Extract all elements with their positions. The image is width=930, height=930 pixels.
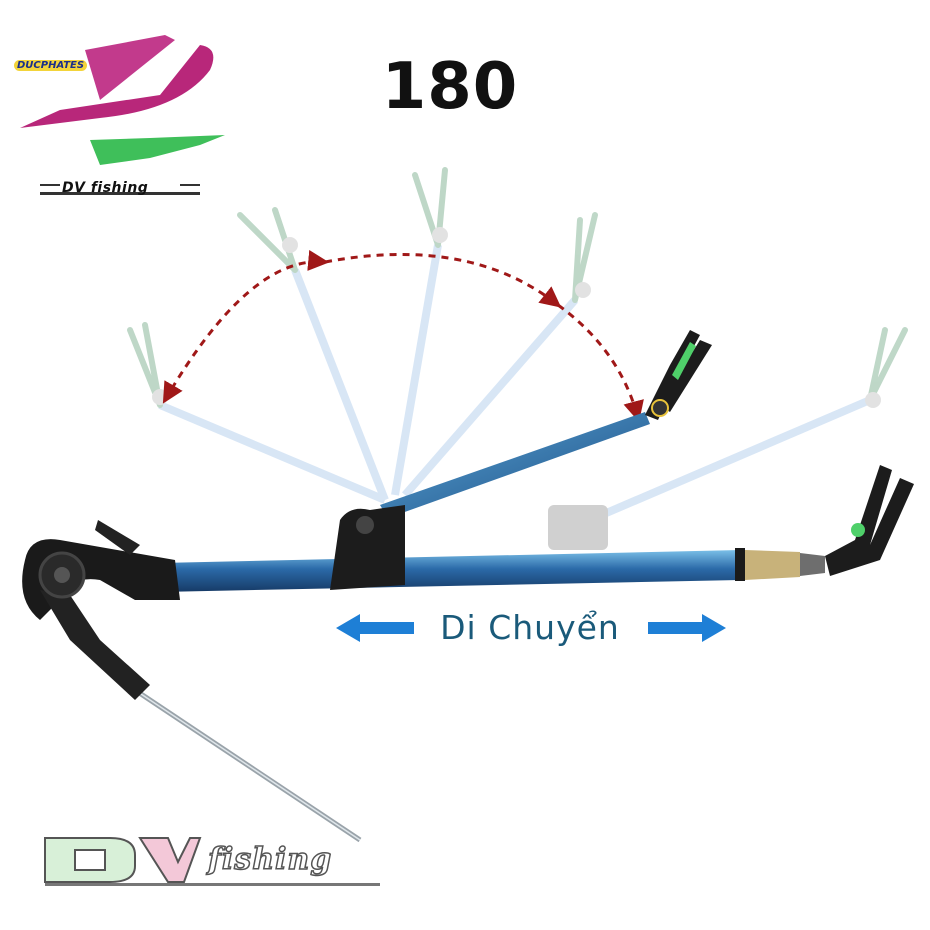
- right-arrow-icon: [648, 614, 726, 642]
- brand-word-bottom: fishing: [207, 841, 333, 878]
- brand-logo-top: [20, 35, 225, 195]
- arc-arrow-icon: [557, 303, 644, 423]
- ghost-arm-positions: [127, 167, 908, 550]
- slide-joint: [330, 505, 405, 590]
- main-rod: [160, 548, 825, 592]
- arc-arrow-icon: [324, 253, 562, 308]
- rod-rest-top: [645, 330, 712, 420]
- raised-arm: [380, 412, 650, 518]
- rotation-angle-label: 180: [381, 50, 519, 124]
- brand-logo-bottom: [44, 837, 380, 886]
- brand-name-top: DV fishing: [62, 180, 149, 196]
- arc-arrow-icon: [162, 250, 330, 404]
- rod-rest-end: [825, 465, 914, 576]
- brand-badge: DUCPHATES: [14, 60, 88, 71]
- left-arrow-icon: [336, 614, 414, 642]
- base-clamp: [22, 520, 181, 700]
- movement-label: Di Chuyển: [440, 608, 620, 647]
